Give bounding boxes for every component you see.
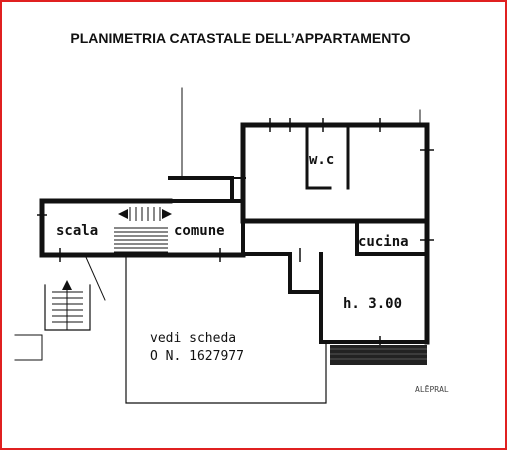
plan-title: PLANIMETRIA CATASTALE DELL’APPARTAMENTO — [70, 30, 411, 46]
cucina-walls — [319, 219, 429, 344]
note-line-1: vedi scheda — [150, 331, 236, 346]
note-line-2: O N. 1627977 — [150, 349, 244, 364]
upper-block-walls — [240, 122, 430, 224]
scala-block-walls — [39, 198, 246, 258]
room-height-label: h. 3.00 — [343, 296, 402, 312]
top-box — [168, 176, 234, 203]
corner-mark: ALĒPRAL — [415, 384, 449, 394]
up-arrow-icon — [62, 280, 72, 290]
room-label-comune: comune — [174, 223, 225, 239]
lower-left-bracket — [84, 254, 106, 301]
upper-stair-ticks — [129, 207, 161, 221]
balcony-hatch — [330, 345, 427, 365]
room-label-scala: scala — [56, 223, 98, 239]
room-label-cucina: cucina — [358, 234, 409, 250]
lower-area-walls — [125, 254, 327, 404]
stair-treads — [114, 227, 168, 253]
opening-marks — [37, 118, 434, 348]
room-label-wc: w.c — [309, 152, 334, 168]
lower-left-lines — [14, 334, 43, 361]
external-stair-steps — [52, 285, 83, 330]
direction-arrow-icon — [118, 209, 128, 219]
direction-arrow-icon — [162, 209, 172, 219]
